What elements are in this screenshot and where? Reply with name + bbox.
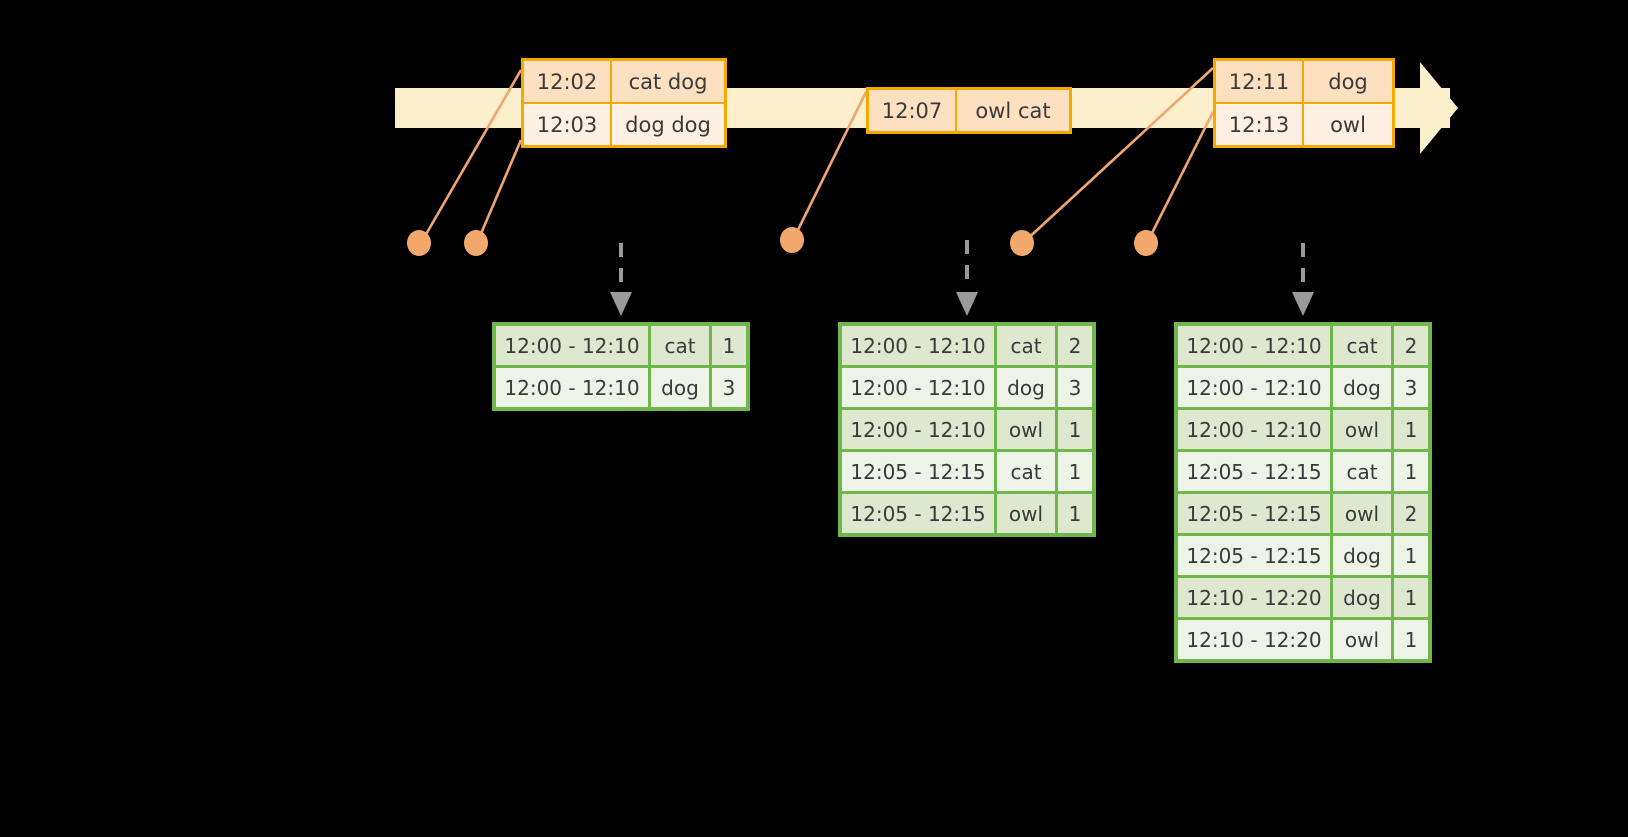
cell-count: 1 (1068, 459, 1082, 484)
cell-count: 3 (1068, 375, 1082, 400)
table-row: 12:00 - 12:10 owl 1 (1178, 407, 1428, 449)
cell-count: 1 (722, 333, 736, 358)
cell-count: 2 (1068, 333, 1082, 358)
event-group-3[interactable]: 12:11 dog 12:13 owl (1213, 58, 1395, 148)
cell-word: dog (1333, 536, 1394, 575)
table-row: 12:05 - 12:15 cat 1 (1178, 449, 1428, 491)
cell-word: cat (651, 326, 712, 365)
table-row: 12:05 - 12:15 owl 1 (842, 491, 1092, 533)
cell-word: dog (1333, 578, 1394, 617)
cell-window: 12:00 - 12:10 (842, 368, 997, 407)
cell-count: 1 (1404, 627, 1418, 652)
table-row: 12:00 - 12:10 owl 1 (842, 407, 1092, 449)
emit-arrow-3 (1292, 243, 1314, 316)
cell-window: 12:05 - 12:15 (1178, 452, 1333, 491)
result-table-2[interactable]: 12:00 - 12:10 cat 2 12:00 - 12:10 dog 3 … (838, 322, 1096, 537)
cell-word: owl (997, 410, 1058, 449)
event-group-2[interactable]: 12:07 owl cat (866, 87, 1072, 134)
cell-word: owl (1333, 620, 1394, 659)
result-table-1[interactable]: 12:00 - 12:10 cat 1 12:00 - 12:10 dog 3 (492, 322, 750, 411)
cell-window: 12:05 - 12:15 (842, 452, 997, 491)
stream-dot-2 (464, 230, 488, 256)
table-row: 12:00 - 12:10 cat 2 (1178, 326, 1428, 365)
table-row: 12:10 - 12:20 owl 1 (1178, 617, 1428, 659)
cell-count: 1 (1404, 543, 1418, 568)
event-row: 12:02 cat dog (524, 61, 724, 102)
cell-window: 12:00 - 12:10 (842, 326, 997, 365)
event-row: 12:03 dog dog (524, 102, 724, 145)
cell-window: 12:00 - 12:10 (1178, 326, 1333, 365)
event-time: 12:11 (1216, 61, 1304, 102)
cell-count: 2 (1404, 333, 1418, 358)
cell-window: 12:00 - 12:10 (496, 368, 651, 407)
cell-window: 12:00 - 12:10 (496, 326, 651, 365)
stream-dots (407, 227, 1158, 256)
result-table-3[interactable]: 12:00 - 12:10 cat 2 12:00 - 12:10 dog 3 … (1174, 322, 1432, 663)
cell-window: 12:05 - 12:15 (1178, 494, 1333, 533)
stream-dot-3 (780, 227, 804, 253)
event-words: owl cat (975, 98, 1051, 123)
event-time: 12:07 (869, 90, 957, 131)
table-row: 12:10 - 12:20 dog 1 (1178, 575, 1428, 617)
event-words: owl (1330, 112, 1366, 137)
table-row: 12:00 - 12:10 dog 3 (842, 365, 1092, 407)
table-row: 12:00 - 12:10 dog 3 (496, 365, 746, 407)
cell-word: cat (997, 326, 1058, 365)
cell-word: cat (997, 452, 1058, 491)
cell-window: 12:10 - 12:20 (1178, 620, 1333, 659)
cell-word: dog (997, 368, 1058, 407)
table-row: 12:00 - 12:10 cat 2 (842, 326, 1092, 365)
cell-count: 3 (1404, 375, 1418, 400)
event-time: 12:03 (524, 104, 612, 145)
event-time: 12:13 (1216, 104, 1304, 145)
cell-count: 1 (1404, 459, 1418, 484)
cell-window: 12:05 - 12:15 (1178, 536, 1333, 575)
event-row: 12:13 owl (1216, 102, 1392, 145)
table-row: 12:05 - 12:15 owl 2 (1178, 491, 1428, 533)
cell-count: 2 (1404, 501, 1418, 526)
cell-count: 3 (722, 375, 736, 400)
cell-count: 1 (1404, 417, 1418, 442)
event-time: 12:02 (524, 61, 612, 102)
event-words: dog (1328, 69, 1368, 94)
cell-window: 12:05 - 12:15 (842, 494, 997, 533)
cell-word: dog (1333, 368, 1394, 407)
emit-arrow-2 (956, 240, 978, 316)
cell-word: cat (1333, 452, 1394, 491)
cell-count: 1 (1404, 585, 1418, 610)
cell-window: 12:00 - 12:10 (1178, 410, 1333, 449)
table-row: 12:05 - 12:15 dog 1 (1178, 533, 1428, 575)
event-row: 12:07 owl cat (869, 90, 1069, 131)
cell-word: owl (997, 494, 1058, 533)
stream-dot-5 (1134, 230, 1158, 256)
cell-count: 1 (1068, 501, 1082, 526)
table-row: 12:00 - 12:10 dog 3 (1178, 365, 1428, 407)
cell-word: owl (1333, 410, 1394, 449)
cell-word: cat (1333, 326, 1394, 365)
table-row: 12:05 - 12:15 cat 1 (842, 449, 1092, 491)
event-words: cat dog (628, 69, 708, 94)
cell-word: dog (651, 368, 712, 407)
event-group-1[interactable]: 12:02 cat dog 12:03 dog dog (521, 58, 727, 148)
cell-window: 12:00 - 12:10 (1178, 368, 1333, 407)
table-row: 12:00 - 12:10 cat 1 (496, 326, 746, 365)
cell-window: 12:00 - 12:10 (842, 410, 997, 449)
cell-window: 12:10 - 12:20 (1178, 578, 1333, 617)
event-words: dog dog (625, 112, 711, 137)
cell-word: owl (1333, 494, 1394, 533)
stream-dot-1 (407, 230, 431, 256)
emit-arrow-1 (610, 243, 632, 316)
event-row: 12:11 dog (1216, 61, 1392, 102)
stream-dot-4 (1010, 230, 1034, 256)
cell-count: 1 (1068, 417, 1082, 442)
emit-arrows (610, 240, 1314, 316)
